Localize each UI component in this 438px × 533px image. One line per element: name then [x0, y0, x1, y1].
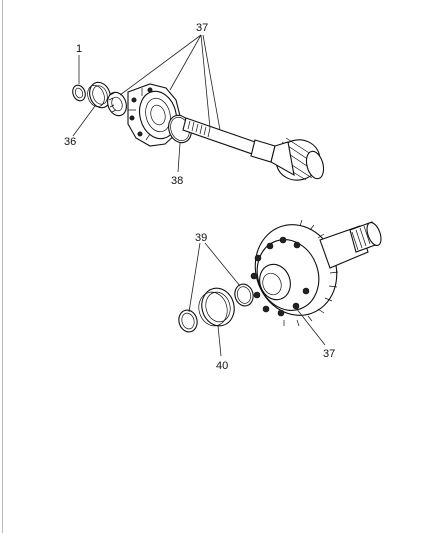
callout-36: 36	[64, 136, 76, 148]
page-border	[2, 0, 3, 533]
part-37-differential	[250, 219, 382, 327]
callout-1: 1	[76, 43, 82, 55]
part-1-seal	[72, 84, 86, 102]
lower-assembly	[178, 219, 382, 333]
part-36-bearing-cup	[87, 81, 111, 109]
part-37-bearing-cone	[107, 91, 127, 117]
callout-labels: 37 1 36 38 39 37 40	[64, 22, 335, 372]
part-37-pinion-shaft	[182, 117, 325, 181]
callout-37-upper: 37	[196, 22, 208, 34]
part-40-bearing-race	[178, 287, 235, 333]
callout-38: 38	[171, 175, 183, 187]
part-39-shim	[234, 283, 254, 307]
upper-assembly	[72, 81, 325, 181]
callout-37-lower: 37	[323, 348, 335, 360]
leader-lines	[72, 34, 326, 357]
part-37-housing	[127, 83, 181, 147]
callout-39: 39	[195, 232, 207, 244]
callout-40: 40	[216, 360, 228, 372]
